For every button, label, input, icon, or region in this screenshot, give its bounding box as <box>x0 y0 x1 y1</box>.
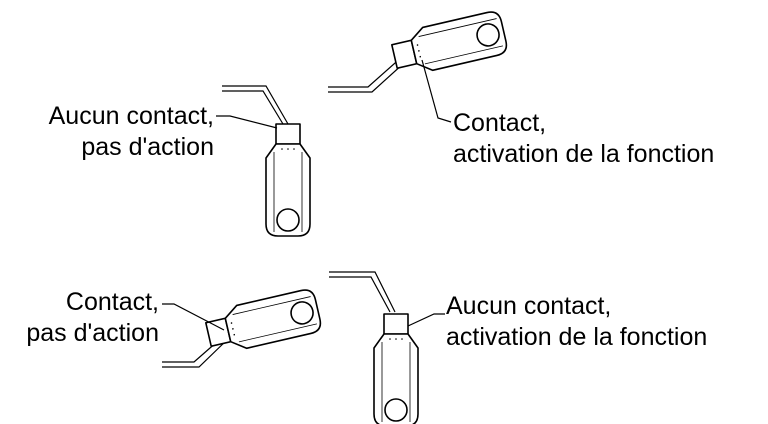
callout-line: activation de la fonction <box>453 140 715 168</box>
sensor-top-right <box>328 9 510 123</box>
callout-contact-activation: Contact, activation de la fonction <box>453 108 714 170</box>
callout-line: Aucun contact, <box>446 292 612 320</box>
callout-line: activation de la fonction <box>446 323 708 351</box>
callout-line: Contact, <box>453 109 547 137</box>
sensor-top-left <box>216 85 311 237</box>
sensor-bottom-right <box>329 271 445 424</box>
sensor-bottom-left <box>162 287 324 368</box>
callout-no-contact-activation: Aucun contact, activation de la fonction <box>446 291 707 353</box>
callout-no-contact-no-action: Aucun contact, pas d'action <box>49 101 214 163</box>
callout-line: pas d'action <box>26 319 159 347</box>
callout-contact-no-action: Contact, pas d'action <box>26 287 159 349</box>
callout-line: Aucun contact, <box>48 102 214 130</box>
callout-line: pas d'action <box>81 133 214 161</box>
callout-line: Contact, <box>65 288 159 316</box>
